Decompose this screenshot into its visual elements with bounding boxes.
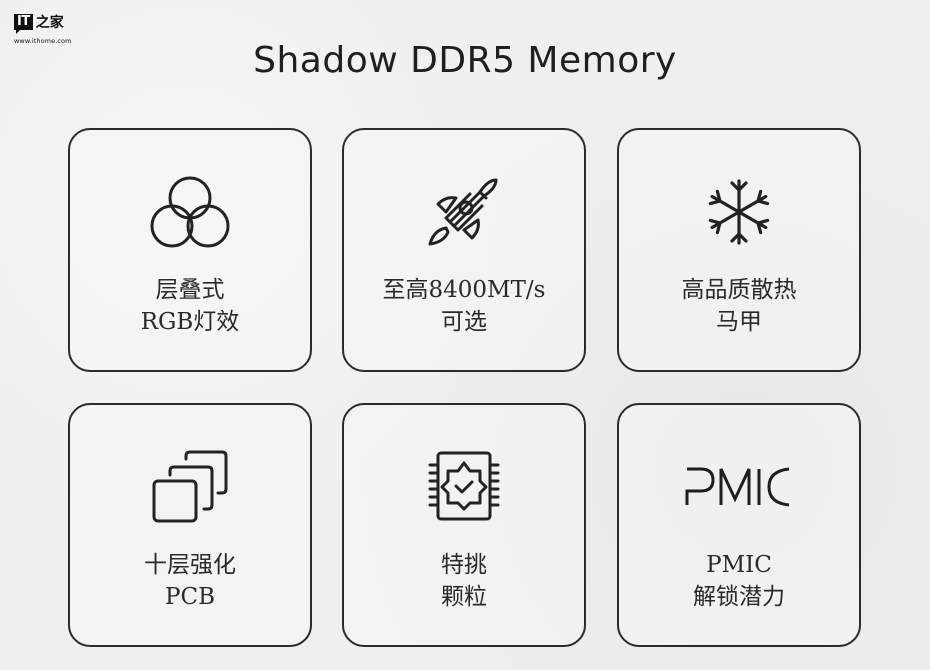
- page-title: Shadow DDR5 Memory: [253, 40, 677, 81]
- feature-label-line1: 特挑: [441, 552, 487, 578]
- pmic-logo-icon: [619, 449, 859, 525]
- feature-label-line2: 颗粒: [441, 584, 487, 610]
- feature-label-line1: PMIC: [706, 552, 772, 578]
- rocket-icon: [344, 174, 584, 250]
- feature-label-line1: 高品质散热: [681, 277, 797, 303]
- feature-card-pmic: PMIC 解锁潜力: [617, 403, 861, 647]
- logo-cn-text: 之家: [35, 15, 64, 31]
- ithome-watermark: IT 之家 www.ithome.com: [14, 12, 74, 52]
- feature-label-line1: 十层强化: [144, 552, 236, 578]
- feature-label: 至高8400MT/s 可选: [344, 274, 584, 338]
- feature-label: PMIC 解锁潜力: [619, 549, 859, 613]
- feature-label-line2: 可选: [441, 309, 487, 335]
- feature-label-line1: 至高8400MT/s: [382, 277, 546, 303]
- feature-label-line2: RGB灯效: [140, 309, 240, 335]
- feature-label: 特挑 颗粒: [344, 549, 584, 613]
- feature-card-chips: 特挑 颗粒: [342, 403, 586, 647]
- feature-label: 十层强化 PCB: [70, 549, 310, 613]
- feature-card-rgb: 层叠式 RGB灯效: [68, 128, 312, 372]
- feature-label-line1: 层叠式: [155, 277, 225, 303]
- feature-label-line2: 解锁潜力: [693, 584, 785, 610]
- feature-card-speed: 至高8400MT/s 可选: [342, 128, 586, 372]
- feature-label: 层叠式 RGB灯效: [70, 274, 310, 338]
- logo-it-mark: IT: [14, 14, 33, 34]
- ithome-logo: IT 之家: [14, 12, 74, 34]
- feature-card-heatsink: 高品质散热 马甲: [617, 128, 861, 372]
- rgb-circles-icon: [70, 174, 310, 250]
- feature-card-pcb: 十层强化 PCB: [68, 403, 312, 647]
- feature-label-line2: PCB: [165, 584, 215, 610]
- watermark-url: www.ithome.com: [14, 37, 72, 45]
- chip-check-icon: [344, 449, 584, 525]
- feature-label: 高品质散热 马甲: [619, 274, 859, 338]
- stacked-layers-icon: [70, 449, 310, 525]
- feature-label-line2: 马甲: [716, 309, 762, 335]
- snowflake-icon: [619, 174, 859, 250]
